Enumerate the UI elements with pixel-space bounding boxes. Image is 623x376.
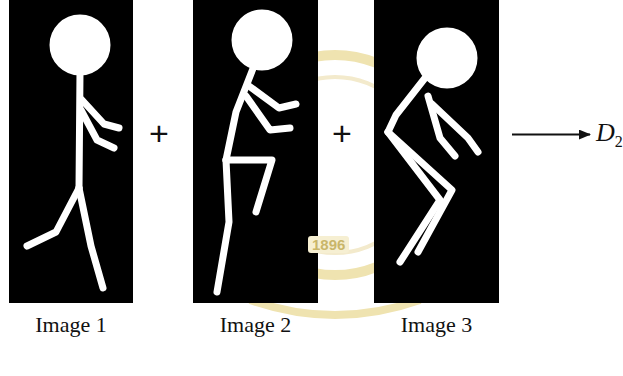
black-frame xyxy=(9,0,133,303)
arrow-connector xyxy=(512,134,590,136)
arm xyxy=(249,86,296,108)
symbol-subscript: 2 xyxy=(615,133,623,150)
arm xyxy=(81,110,114,148)
arm xyxy=(246,96,290,130)
arm xyxy=(82,100,119,128)
image-caption: Image 3 xyxy=(344,312,529,338)
image-caption: Image 1 xyxy=(0,312,163,338)
watermark-year: 1896 xyxy=(308,236,349,253)
plus-sign: + xyxy=(149,114,169,153)
result-symbol: D2 xyxy=(596,118,623,151)
leg xyxy=(388,132,440,262)
spine xyxy=(79,72,80,188)
leg xyxy=(226,160,272,212)
image-panel: Image 2 xyxy=(193,0,318,340)
image-caption: Image 2 xyxy=(163,312,348,338)
symbol-letter: D xyxy=(596,118,615,147)
image-panel: Image 3 xyxy=(374,0,499,340)
head xyxy=(420,31,474,85)
leg xyxy=(79,188,103,288)
black-frame xyxy=(374,0,499,303)
leg xyxy=(217,160,229,292)
black-frame xyxy=(193,0,318,303)
spine xyxy=(226,66,254,160)
image-panel: Image 1 xyxy=(9,0,133,340)
leg xyxy=(388,132,452,252)
spine xyxy=(388,78,425,132)
leg xyxy=(27,188,79,246)
arm xyxy=(428,96,455,156)
head xyxy=(235,13,289,67)
head xyxy=(53,18,107,72)
arm xyxy=(432,104,478,152)
plus-sign: + xyxy=(332,114,352,153)
